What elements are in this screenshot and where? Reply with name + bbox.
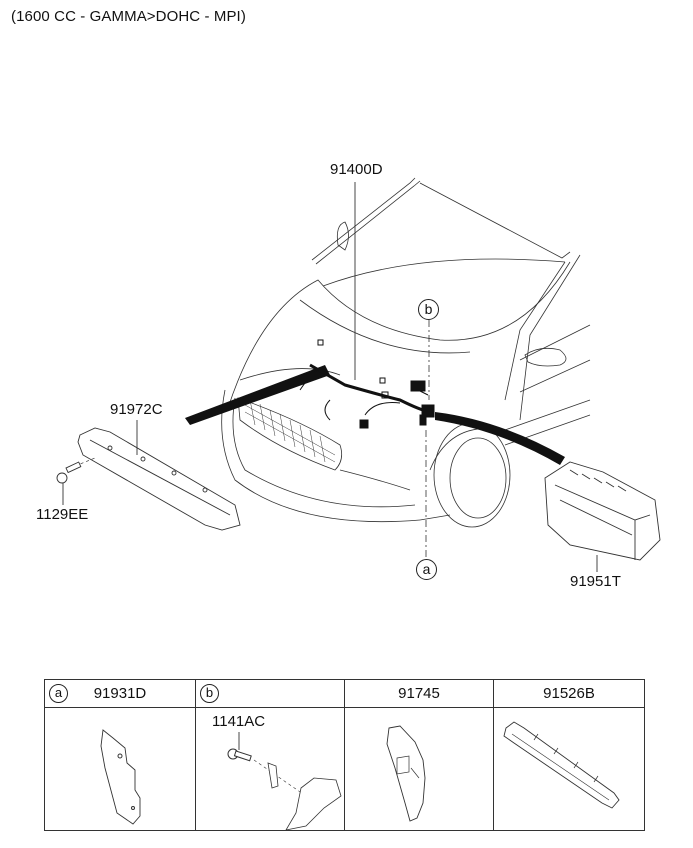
label-1129ee: 1129EE: [36, 506, 89, 523]
header-cell-b: b: [195, 679, 345, 708]
protector-91972c: [77, 427, 241, 531]
image-cell-91526b: [493, 707, 645, 831]
callout-a-badge: a: [49, 684, 68, 703]
exploded-view-diagram: [56, 177, 661, 572]
bracket-91745-drawing: [386, 725, 426, 822]
callout-a: a: [416, 559, 437, 580]
part-number: 91745: [398, 685, 440, 702]
label-1141ac: 1141AC: [212, 713, 266, 730]
callout-b-badge: b: [200, 684, 219, 703]
label-91972c: 91972C: [110, 401, 163, 418]
parts-table-images: 1141AC: [44, 707, 645, 831]
diagram-title: (1600 CC - GAMMA>DOHC - MPI): [11, 8, 246, 25]
bolt-bracket-drawing: [227, 732, 342, 830]
image-cell-91931d: [44, 707, 196, 831]
harness-band-right: [435, 412, 565, 465]
parts-table: a 91931D b 91745 91526B 1141AC: [44, 679, 645, 831]
label-91400d: 91400D: [330, 161, 383, 178]
callout-b: b: [418, 299, 439, 320]
header-cell-a: a 91931D: [44, 679, 196, 708]
header-cell-91526b: 91526B: [493, 679, 645, 708]
protector-91526b-drawing: [503, 721, 620, 809]
part-number: 91526B: [543, 685, 595, 702]
bracket-91931d-drawing: [100, 729, 141, 825]
image-cell-b: 1141AC: [195, 707, 345, 831]
wire-harness: [299, 339, 435, 429]
junction-box-91951t: [544, 461, 661, 561]
part-number: 91931D: [93, 685, 147, 702]
header-cell-91745: 91745: [344, 679, 494, 708]
label-91951t: 91951T: [570, 573, 621, 590]
bolt-1129ee: [56, 461, 82, 484]
image-cell-91745: [344, 707, 494, 831]
harness-band-left: [185, 365, 330, 425]
car-outline: [221, 177, 591, 528]
parts-table-header: a 91931D b 91745 91526B: [44, 679, 645, 708]
